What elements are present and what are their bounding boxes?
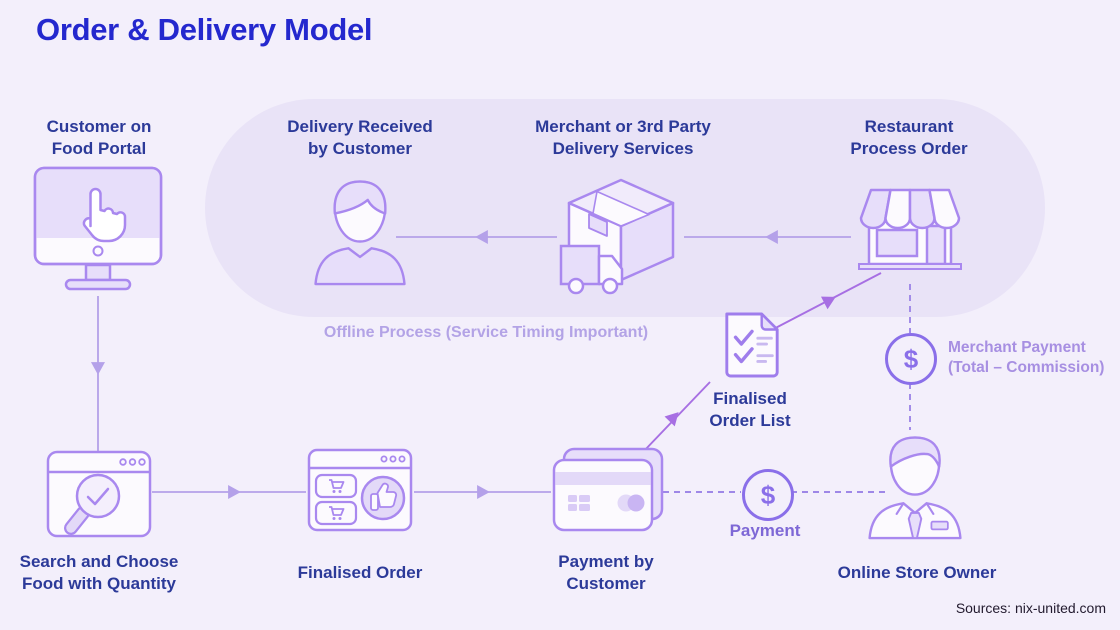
merchant-payment-dollar-icon: $ (885, 333, 937, 385)
monitor-pointer-icon (33, 166, 163, 291)
browser-search-icon (46, 450, 152, 538)
delivery-received-label: Delivery Received by Customer (287, 117, 433, 159)
merchant-delivery-label: Merchant or 3rd Party Delivery Services (535, 117, 711, 159)
finalised-order-label: Finalised Order (297, 563, 423, 582)
credit-cards-icon (552, 447, 664, 532)
search-choose-label: Search and Choose Food with Quantity (19, 552, 179, 594)
customer-person-icon (314, 180, 406, 286)
package-truck-icon (559, 178, 675, 295)
dollar-symbol: $ (903, 343, 919, 374)
page-title: Order & Delivery Model (36, 12, 373, 47)
merchant-payment-label: Merchant Payment (Total – Commission) (948, 339, 1105, 377)
store-owner-icon (868, 436, 962, 540)
checklist-document-icon (725, 312, 779, 378)
payment-label: Payment (729, 521, 801, 540)
finalised-order-list-label: Finalised Order List (709, 389, 791, 431)
online-store-owner-label: Online Store Owner (837, 563, 997, 582)
restaurant-label: Restaurant Process Order (850, 117, 968, 159)
sources-credit: Sources: nix-united.com (955, 600, 1106, 616)
offline-process-note: Offline Process (Service Timing Importan… (323, 324, 649, 341)
payment-dollar-icon: $ (742, 469, 794, 521)
storefront-icon (858, 188, 962, 270)
customer-portal-label: Customer on Food Portal (46, 117, 152, 159)
dollar-symbol: $ (760, 479, 776, 510)
order-cart-thumbsup-icon (307, 448, 413, 532)
payment-by-customer-label: Payment by Customer (558, 552, 654, 594)
